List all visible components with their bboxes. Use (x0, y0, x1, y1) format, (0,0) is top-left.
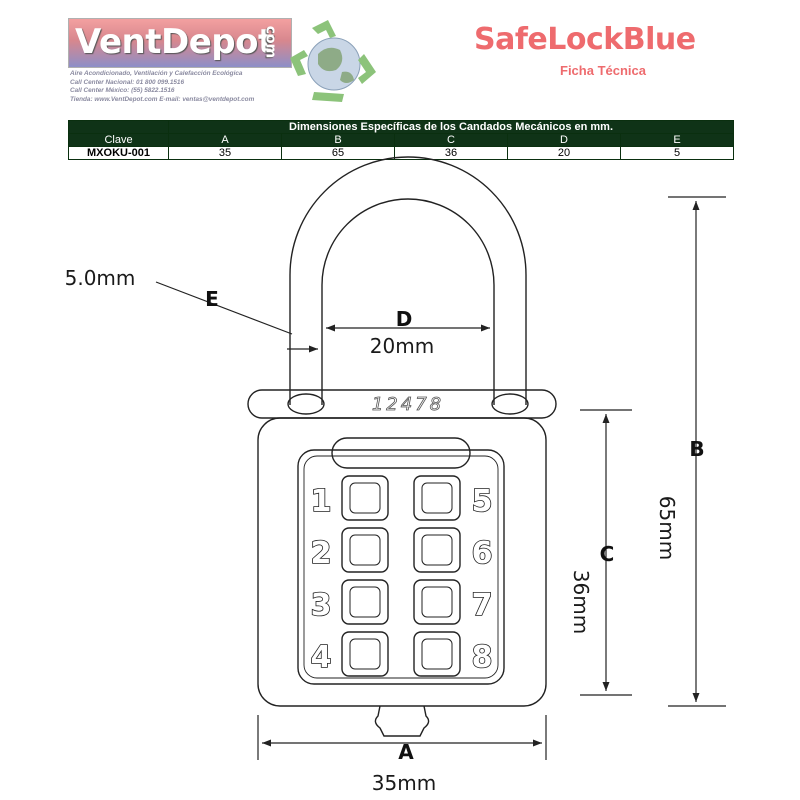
key-button-6 (413, 527, 461, 573)
keypad-panel-inner (303, 455, 499, 679)
table-row: MXOKU-001 35 65 36 20 5 (68, 146, 735, 160)
recycle-globe-icon (290, 20, 376, 102)
table-header-row: Clave A B C D E (68, 133, 735, 147)
key-number: 8 (472, 640, 493, 675)
table-header-cell: A (168, 133, 282, 147)
dim-b-value: 65mm (655, 496, 679, 560)
key-button-1 (341, 475, 389, 521)
dim-b-letter: B (689, 437, 704, 461)
bottom-knob (374, 705, 430, 737)
dim-d-value: 20mm (370, 334, 434, 358)
page-title: SafeLockBlue (474, 22, 696, 57)
shackle-hole-left (287, 393, 325, 415)
key-button-4 (341, 631, 389, 677)
dim-e-leader (155, 281, 293, 335)
logo-contact-lines: Aire Acondicionado, Ventilación y Calefa… (70, 70, 310, 104)
key-button-5 (413, 475, 461, 521)
dim-a-value: 35mm (372, 771, 436, 795)
table-cell: MXOKU-001 (68, 146, 169, 160)
key-button-2 (341, 527, 389, 573)
key-button-3 (341, 579, 389, 625)
logo-line: Tienda: www.VentDepot.com E-mail: ventas… (70, 95, 255, 103)
table-corner-cell (68, 120, 169, 134)
keypad-panel (297, 449, 505, 685)
top-slot (331, 437, 471, 469)
dim-e-letter: E (205, 287, 219, 311)
dim-d-letter: D (396, 307, 413, 331)
key-number: 2 (311, 536, 332, 571)
table-cell: 35 (168, 146, 282, 160)
page-subtitle: Ficha Técnica (560, 63, 646, 78)
table-cell: 36 (394, 146, 508, 160)
table-header-cell: E (619, 133, 735, 147)
collar-plate (247, 389, 557, 419)
table-cell: 20 (507, 146, 621, 160)
shackle-inner (321, 198, 495, 405)
table-cell: 5 (619, 146, 735, 160)
logo-line: Call Center México: (55) 5822.1516 (70, 87, 175, 94)
dim-e-value: 5.0mm (65, 266, 136, 290)
table-caption-row: Dimensiones Específicas de los Candados … (68, 120, 735, 134)
dim-a-letter: A (398, 740, 414, 764)
key-button-8 (413, 631, 461, 677)
table-header-cell: Clave (68, 133, 169, 147)
key-number: 7 (472, 588, 493, 623)
dim-c-letter: C (600, 542, 615, 566)
key-number: 6 (472, 536, 493, 571)
vendor-logo: VentDepot com Aire Acondicionado, Ventil… (68, 18, 300, 118)
key-number: 4 (311, 640, 332, 675)
logo-line: Call Center Nacional: 01 800 099.1516 (70, 78, 185, 86)
dimensions-table: Dimensiones Específicas de los Candados … (68, 120, 735, 160)
shackle-outer (289, 156, 527, 405)
table-cell: 65 (281, 146, 395, 160)
key-number: 1 (311, 484, 332, 519)
key-number: 3 (311, 588, 332, 623)
key-number: 5 (472, 484, 493, 519)
logo-banner: VentDepot com (68, 18, 292, 68)
table-header-cell: D (507, 133, 621, 147)
key-button-7 (413, 579, 461, 625)
dim-c-value: 36mm (569, 570, 593, 634)
logo-text: VentDepot (75, 22, 274, 62)
shackle-code: 12478 (372, 394, 444, 415)
shackle-hole-right (491, 393, 529, 415)
padlock-body (257, 417, 547, 707)
logo-line: Aire Acondicionado, Ventilación y Calefa… (70, 70, 243, 77)
